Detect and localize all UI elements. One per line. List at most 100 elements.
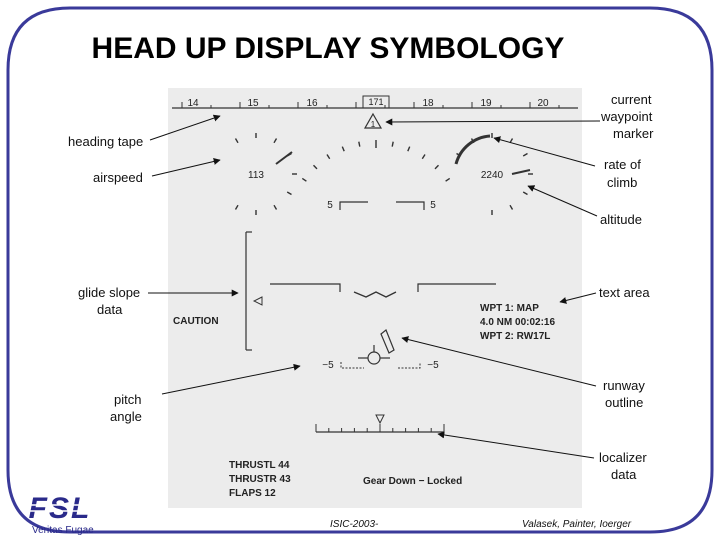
dial-tick [234, 204, 239, 210]
svg-text:angle: angle [110, 409, 142, 424]
dial-tick [234, 138, 239, 144]
thrust-line: THRUSTR 43 [229, 474, 291, 485]
arc-tick [326, 154, 331, 160]
localizer-pointer [375, 414, 385, 425]
waypoint-marker: 1 [363, 112, 383, 129]
footer-right: Valasek, Painter, Ioerger [522, 519, 632, 530]
rate-of-climb-arc [454, 134, 491, 165]
svg-text:text area: text area [599, 285, 650, 300]
dial-tick [509, 204, 514, 210]
callout-rate-of-climb: rate of climb [493, 136, 641, 190]
arc-tick [358, 141, 361, 147]
glide-slope-scale [245, 231, 263, 351]
thrust-line: FLAPS 12 [229, 488, 276, 499]
svg-text:rate of: rate of [604, 157, 641, 172]
svg-text:marker: marker [613, 126, 654, 141]
heading-label: 14 [187, 98, 199, 109]
logo-motto: Veritas Fugae [32, 525, 94, 536]
arc-tick [301, 177, 307, 182]
heading-current: 171 [368, 97, 383, 107]
svg-text:outline: outline [605, 395, 643, 410]
pitch-label: 5 [327, 200, 333, 211]
waypoint-marker-number: 1 [371, 120, 376, 129]
heading-label: 18 [422, 98, 434, 109]
heading-tape: 14 15 16 18 19 20 171 [172, 95, 578, 109]
svg-text:current: current [611, 92, 652, 107]
pitch-ladder-upper: 5 5 [327, 200, 436, 211]
dial-tick [286, 152, 292, 157]
callout-localizer: localizer data [437, 431, 647, 482]
fsl-logo: FSL Veritas Fugae [22, 492, 104, 536]
heading-label: 16 [306, 98, 318, 109]
arc-tick [434, 164, 440, 170]
altitude-dial: 2240 [454, 133, 533, 215]
glide-slope-pointer [252, 296, 263, 306]
svg-text:heading tape: heading tape [68, 134, 143, 149]
airspeed-value: 113 [248, 170, 264, 181]
slide-frame [6, 6, 714, 534]
callout-runway-outline: runway outline [401, 336, 645, 410]
callout-text-area: text area [559, 285, 650, 304]
airspeed-dial: 113 [234, 133, 297, 215]
svg-text:data: data [97, 302, 123, 317]
gear-status: Gear Down − Locked [363, 476, 462, 487]
runway-outline [380, 329, 395, 354]
dial-tick [456, 152, 462, 157]
dial-tick [286, 191, 292, 196]
svg-text:climb: climb [607, 175, 637, 190]
flight-path-marker [353, 291, 397, 298]
pitch-ladder-lower: −5 −5 [322, 360, 439, 371]
arc-tick [445, 177, 451, 182]
arc-tick [341, 146, 345, 152]
arc-tick [312, 164, 318, 170]
hud-panel [168, 88, 582, 508]
svg-text:glide slope: glide slope [78, 285, 140, 300]
callout-current-waypoint: current waypoint marker [385, 92, 654, 141]
heading-current-box [362, 95, 390, 109]
svg-text:pitch: pitch [114, 392, 141, 407]
thrust-readout: THRUSTL 44 THRUSTR 43 FLAPS 12 [229, 460, 291, 499]
dial-tick [273, 204, 278, 210]
callout-glide-slope: glide slope data [78, 285, 239, 317]
dial-tick [522, 152, 528, 157]
pitch-label: −5 [322, 360, 334, 371]
footer-center: ISIC-2003- [330, 519, 379, 530]
slide-title: HEAD UP DISPLAY SYMBOLOGY [92, 32, 565, 65]
pitch-label: −5 [427, 360, 439, 371]
logo-text: FSL [29, 492, 92, 525]
svg-text:altitude: altitude [600, 212, 642, 227]
caution-text: CAUTION [173, 316, 219, 327]
altitude-pointer [511, 169, 531, 175]
localizer-scale [315, 414, 445, 433]
dial-tick [470, 138, 475, 144]
altitude-value: 2240 [481, 170, 504, 181]
heading-label: 15 [247, 98, 259, 109]
horizon-line [270, 283, 496, 298]
callout-heading-tape: heading tape [68, 114, 221, 149]
hud-text-area: WPT 1: MAP 4.0 NM 00:02:16 WPT 2: RW17L [480, 303, 555, 342]
arc-tick [407, 146, 411, 152]
callout-airspeed: airspeed [93, 158, 221, 185]
svg-text:localizer: localizer [599, 450, 647, 465]
thrust-line: THRUSTL 44 [229, 460, 290, 471]
dial-tick [522, 191, 528, 196]
arc-tick [421, 154, 426, 160]
text-area-line: WPT 1: MAP [480, 303, 539, 314]
svg-text:data: data [611, 467, 637, 482]
callout-pitch-angle: pitch angle [110, 363, 301, 424]
text-area-line: 4.0 NM 00:02:16 [480, 317, 555, 328]
callout-altitude: altitude [527, 185, 642, 227]
text-area-line: WPT 2: RW17L [480, 331, 550, 342]
arc-tick [391, 141, 394, 147]
svg-text:waypoint: waypoint [600, 109, 653, 124]
aircraft-symbol [358, 345, 390, 365]
pitch-label: 5 [430, 200, 436, 211]
dial-tick [273, 138, 278, 144]
svg-text:runway: runway [603, 378, 645, 393]
heading-label: 19 [480, 98, 492, 109]
svg-text:airspeed: airspeed [93, 170, 143, 185]
pitch-arc-ticks [301, 140, 451, 182]
heading-label: 20 [537, 98, 549, 109]
